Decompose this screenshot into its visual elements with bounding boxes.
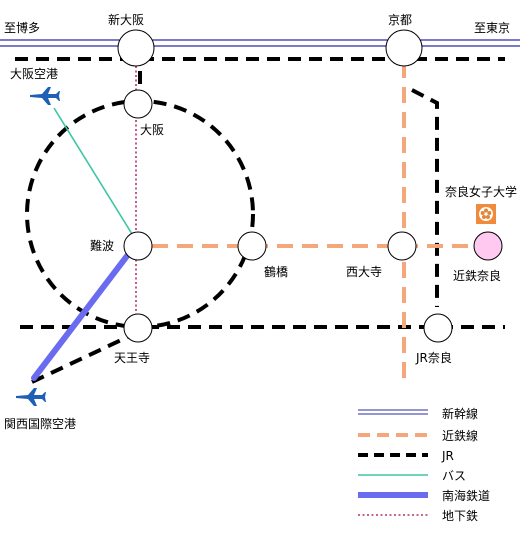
label-kintetsu-nara: 近鉄奈良 xyxy=(453,268,501,283)
legend-item-kintetsu: 近鉄線 xyxy=(358,428,478,443)
legend-label-shinkansen: 新幹線 xyxy=(442,406,478,421)
station-osaka xyxy=(123,89,153,119)
label-tennoji: 天王寺 xyxy=(114,351,150,365)
label-saidaiji: 西大寺 xyxy=(346,265,382,279)
station-saidaiji xyxy=(387,231,417,261)
label-to-hakata: 至博多 xyxy=(4,20,40,35)
label-shin-osaka: 新大阪 xyxy=(108,12,144,27)
label-osaka: 大阪 xyxy=(140,123,164,137)
legend-label-bus: バス xyxy=(442,469,466,483)
shinkansen-line xyxy=(0,39,520,47)
station-tennoji xyxy=(123,313,153,343)
airplane-icon xyxy=(16,388,46,406)
jr-kansai-airport-line xyxy=(31,332,135,384)
label-namba: 難波 xyxy=(90,238,114,253)
stations xyxy=(117,29,503,343)
station-jr-nara xyxy=(423,313,453,343)
legend-label-jr: JR xyxy=(441,449,454,463)
label-kyoto: 京都 xyxy=(388,13,412,27)
legend-item-subway: 地下鉄 xyxy=(358,508,478,523)
legend-label-kintetsu: 近鉄線 xyxy=(442,428,478,443)
station-shin-osaka xyxy=(117,29,155,67)
label-to-tokyo: 至東京 xyxy=(474,21,510,35)
label-nara-womens-univ: 奈良女子大学 xyxy=(445,184,517,199)
flower-emblem-icon xyxy=(476,204,496,224)
map-labels: 至博多 至東京 新大阪 京都 大阪空港 大阪 奈良女子大学 難波 鶴橋 西大寺 … xyxy=(4,12,517,431)
bus-route xyxy=(53,107,133,235)
legend-item-shinkansen: 新幹線 xyxy=(358,406,478,421)
airplane-icon xyxy=(30,87,60,105)
legend-item-bus: バス xyxy=(358,469,466,483)
legend-label-subway: 地下鉄 xyxy=(442,508,478,523)
station-kyoto xyxy=(385,29,423,67)
label-osaka-airport: 大阪空港 xyxy=(10,67,58,81)
legend-item-jr: JR xyxy=(358,449,454,463)
station-kintetsu-nara xyxy=(473,231,503,261)
label-jr-nara: JR奈良 xyxy=(415,350,452,365)
station-namba xyxy=(123,231,153,261)
station-tsuruhashi xyxy=(237,231,267,261)
legend: 新幹線 近鉄線 JR バス 南海鉄道 地下鉄 xyxy=(358,406,490,523)
kintetsu-lines xyxy=(152,62,474,378)
jr-nara-line xyxy=(411,88,439,307)
legend-label-nankai: 南海鉄道 xyxy=(442,488,490,503)
nankai-line xyxy=(31,249,133,381)
label-kansai-airport: 関西国際空港 xyxy=(4,417,76,431)
label-tsuruhashi: 鶴橋 xyxy=(264,264,288,279)
legend-item-nankai: 南海鉄道 xyxy=(358,488,490,503)
